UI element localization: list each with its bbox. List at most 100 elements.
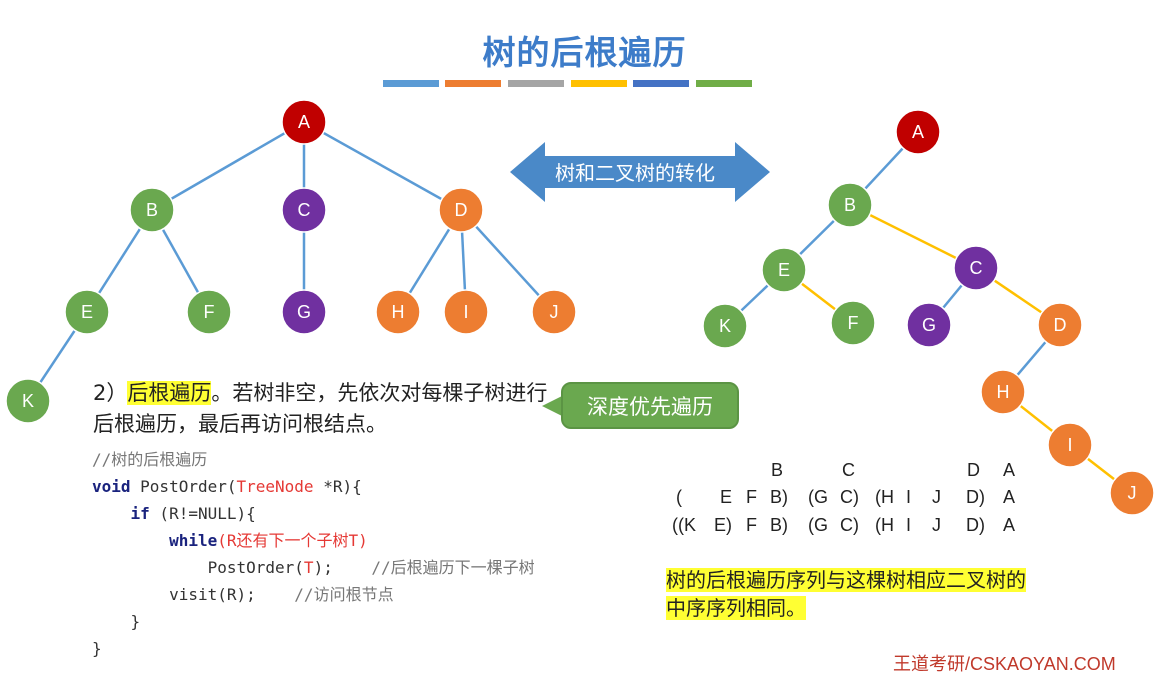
code-close-func: } bbox=[92, 639, 102, 658]
tree-node-circle bbox=[443, 289, 489, 335]
binary-edge-sibling bbox=[849, 203, 977, 270]
code-kw-while: while bbox=[169, 531, 218, 550]
dfs-note: 深度优先遍历 bbox=[561, 382, 739, 429]
code-while-open: ( bbox=[217, 531, 227, 550]
code-while-close: ) bbox=[358, 531, 368, 550]
code-func: PostOrder( bbox=[130, 477, 237, 496]
sequence-row1-item: B bbox=[771, 460, 784, 480]
tree-node-e: E bbox=[64, 289, 110, 335]
description-prefix: 2） bbox=[93, 381, 128, 405]
conclusion: 树的后根遍历序列与这棵树相应二叉树的 中序序列相同。 bbox=[666, 566, 1086, 622]
binary-node-c: C bbox=[953, 245, 999, 291]
convert-label: 树和二叉树的转化 bbox=[555, 161, 715, 185]
binary-node-circle bbox=[827, 182, 873, 228]
sequence-row2-item: F bbox=[746, 487, 757, 507]
tree-node-d: D bbox=[438, 187, 484, 233]
sequence-row2-item: C) bbox=[840, 487, 859, 507]
tree-node-label: B bbox=[146, 200, 158, 220]
tree-node-i: I bbox=[443, 289, 489, 335]
tree-node-label: D bbox=[455, 200, 468, 220]
stripe-6 bbox=[696, 80, 752, 87]
binary-node-label: D bbox=[1054, 315, 1067, 335]
sequence-row3-item: C) bbox=[840, 515, 859, 535]
tree-node-circle bbox=[281, 187, 327, 233]
tree-node-g: G bbox=[281, 289, 327, 335]
code-arg-t: T bbox=[303, 558, 314, 577]
sequence-row3-item: A bbox=[1003, 515, 1016, 535]
sequence-row2-item: I bbox=[906, 487, 912, 507]
binary-node-g: G bbox=[906, 302, 952, 348]
code-close-if: } bbox=[130, 612, 141, 631]
tree-node-circle bbox=[438, 187, 484, 233]
callout-pointer bbox=[542, 395, 564, 417]
binary-node-label: B bbox=[844, 195, 856, 215]
footer-brand: 王道考研/CSKAOYAN.COM bbox=[893, 654, 1116, 674]
code-comment-recurse: //后根遍历下一棵子树 bbox=[371, 558, 535, 577]
tree-node-circle bbox=[64, 289, 110, 335]
code-comment-visit: //访问根节点 bbox=[294, 585, 394, 604]
tree-node-label: J bbox=[550, 302, 559, 322]
binary-node-circle bbox=[702, 303, 748, 349]
tree-node-f: F bbox=[186, 289, 232, 335]
code-recursive-call: PostOrder( bbox=[207, 558, 304, 577]
tree-node-circle bbox=[531, 289, 577, 335]
binary-node-circle bbox=[1047, 422, 1093, 468]
sequence-row2-item: D) bbox=[966, 487, 985, 507]
binary-node-h: H bbox=[980, 369, 1026, 415]
tree-node-circle bbox=[186, 289, 232, 335]
sequence-row2-item: A bbox=[1003, 487, 1016, 507]
sequence-row2-item: E bbox=[720, 487, 733, 507]
stripe-4 bbox=[571, 80, 627, 87]
description: 2）后根遍历。若树非空，先依次对每棵子树进行后根遍历，最后再访问根结点。 bbox=[93, 378, 553, 440]
binary-node-label: K bbox=[719, 316, 731, 336]
tree-node-circle bbox=[129, 187, 175, 233]
sequence-row2-item: (H bbox=[875, 487, 894, 507]
tree-node-label: G bbox=[297, 302, 311, 322]
code-kw-if: if bbox=[130, 504, 150, 523]
binary-node-b: B bbox=[827, 182, 873, 228]
sequence-row3-item: F bbox=[746, 515, 757, 535]
binary-node-label: F bbox=[848, 313, 859, 333]
page-title: 树的后根遍历 bbox=[482, 33, 687, 72]
binary-node-a: A bbox=[895, 109, 941, 155]
binary-node-circle bbox=[980, 369, 1026, 415]
sequence-row3-item: J bbox=[932, 515, 941, 535]
binary-node-label: I bbox=[1067, 435, 1072, 455]
tree-node-label: E bbox=[81, 302, 93, 322]
binary-node-circle bbox=[830, 300, 876, 346]
binary-node-e: E bbox=[761, 247, 807, 293]
sequence-row1-item: C bbox=[842, 460, 855, 480]
code-while-cond: R还有下一个子树T bbox=[226, 531, 359, 550]
binary-node-f: F bbox=[830, 300, 876, 346]
tree-node-circle bbox=[5, 378, 51, 424]
code-visit: visit(R); bbox=[169, 585, 256, 604]
code-if-cond: (R!=NULL){ bbox=[149, 504, 256, 523]
code-param: *R){ bbox=[313, 477, 362, 496]
sequence-row2-item: B) bbox=[770, 487, 788, 507]
binary-node-circle bbox=[761, 247, 807, 293]
description-highlight: 后根遍历 bbox=[127, 381, 212, 405]
tree-edge bbox=[460, 209, 555, 313]
conclusion-line1: 树的后根遍历序列与这棵树相应二叉树的 bbox=[666, 568, 1026, 592]
tree-edge bbox=[303, 120, 462, 212]
code-kw-void: void bbox=[92, 477, 131, 496]
binary-node-d: D bbox=[1037, 302, 1083, 348]
binary-node-circle bbox=[906, 302, 952, 348]
sequence-row2-item: (G bbox=[808, 487, 828, 507]
tree-node-circle bbox=[281, 289, 327, 335]
binary-node-label: G bbox=[922, 315, 936, 335]
description-rest: 。若树非空，先依次对每棵子树进行后根遍历，最后再访问根结点。 bbox=[93, 381, 548, 436]
stripe-3 bbox=[508, 80, 564, 87]
double-arrow-icon bbox=[510, 142, 770, 202]
binary-node-label: C bbox=[970, 258, 983, 278]
stripe-5 bbox=[633, 80, 689, 87]
tree-node-label: K bbox=[22, 391, 34, 411]
tree-node-label: I bbox=[463, 302, 468, 322]
tree-node-label: C bbox=[298, 200, 311, 220]
tree-node-k: K bbox=[5, 378, 51, 424]
binary-node-circle bbox=[953, 245, 999, 291]
